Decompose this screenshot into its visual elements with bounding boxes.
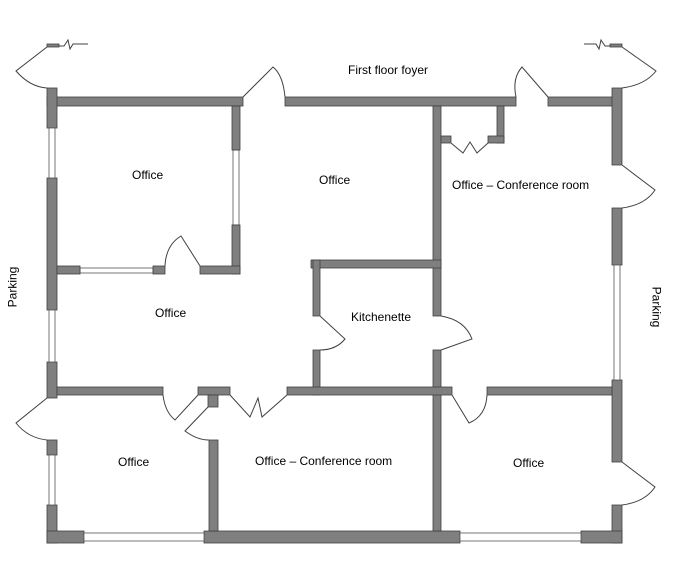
foyer-label: First floor foyer — [348, 63, 429, 77]
parking-left-label: Parking — [5, 266, 20, 308]
room-label-office-bottom-left: Office — [118, 455, 150, 469]
doors — [15, 38, 657, 506]
interior-walls — [56, 105, 613, 532]
parking-right-label: Parking — [649, 286, 664, 328]
room-label-office-top-left: Office — [132, 168, 164, 182]
exterior-walls — [46, 87, 623, 544]
room-label-office-top-center: Office — [319, 173, 351, 187]
room-label-kitchenette: Kitchenette — [351, 310, 412, 324]
room-label-office-bottom-right: Office — [513, 456, 545, 470]
room-label-office-conference-top-right: Office – Conference room — [452, 178, 590, 192]
room-label-office-middle-left: Office — [155, 306, 187, 320]
room-label-office-conference-bottom-center: Office – Conference room — [255, 454, 393, 468]
